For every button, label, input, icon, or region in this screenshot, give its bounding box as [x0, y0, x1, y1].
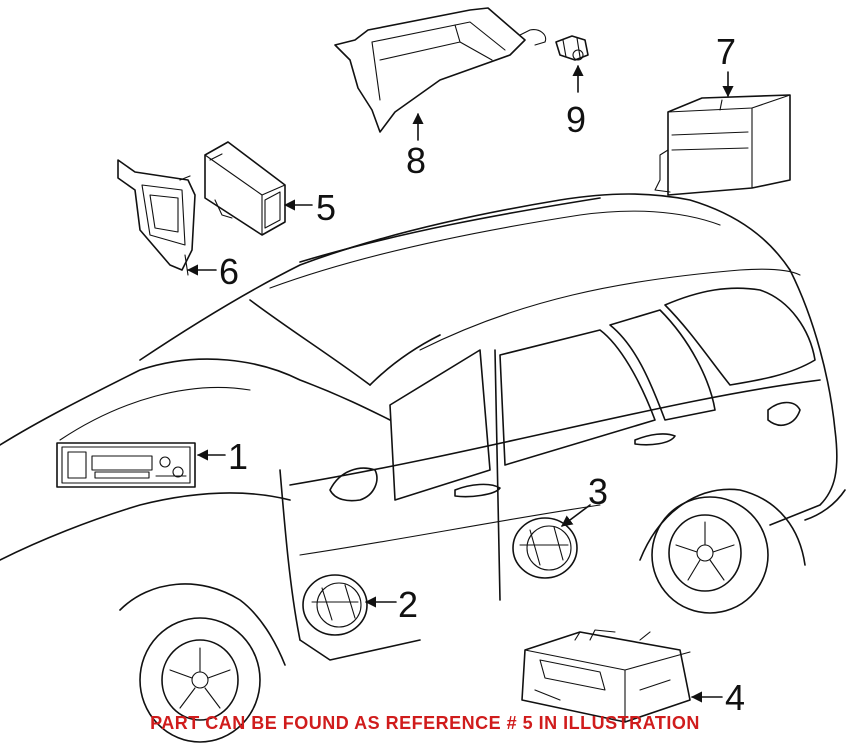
part-control-module [521, 629, 691, 723]
part-speaker-rear [512, 517, 578, 579]
part-radio-head-unit [56, 442, 196, 488]
part-fastener [555, 35, 589, 61]
callout-4: 4 [725, 677, 745, 718]
part-amplifier-unit [654, 94, 791, 196]
callout-3: 3 [588, 471, 608, 512]
callout-6: 6 [219, 251, 239, 292]
callout-8: 8 [406, 140, 426, 181]
reference-caption: PART CAN BE FOUND AS REFERENCE # 5 IN IL… [150, 713, 700, 733]
part-speaker-front [302, 574, 368, 636]
callout-5: 5 [316, 187, 336, 228]
part-module-box [204, 141, 286, 236]
callout-1: 1 [228, 436, 248, 477]
callout-2: 2 [398, 584, 418, 625]
vehicle-illustration [0, 193, 846, 743]
callout-9: 9 [566, 99, 586, 140]
part-carrier-bracket [334, 7, 547, 133]
part-mounting-bracket [117, 159, 196, 276]
callout-7: 7 [716, 31, 736, 72]
